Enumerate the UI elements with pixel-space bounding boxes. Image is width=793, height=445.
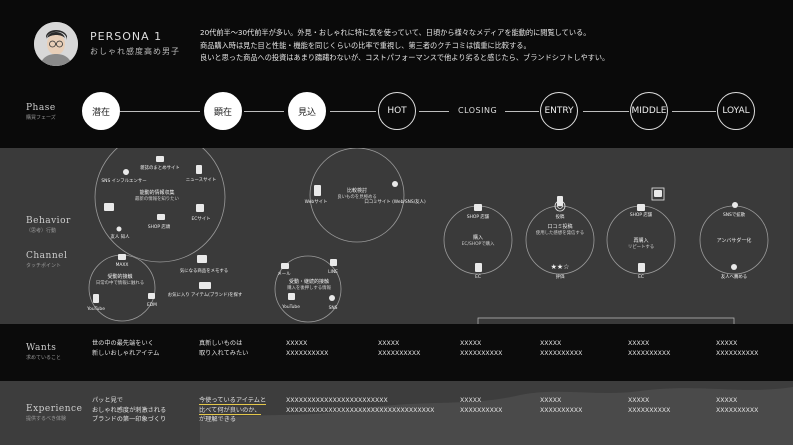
- phase-connector: [583, 111, 629, 112]
- phase-connector: [419, 111, 449, 112]
- channel-label: 雑誌のまとめサイト: [140, 164, 180, 171]
- phase-entry: ENTRY: [540, 92, 578, 130]
- phase-connector: [244, 111, 284, 112]
- phase-connector: [505, 111, 539, 112]
- channel-label: ニュースサイト: [186, 177, 217, 183]
- phase-closing: CLOSING: [458, 106, 498, 115]
- channel-label: EC: [638, 274, 644, 280]
- experience-band: [0, 381, 793, 445]
- experience-wave: [200, 387, 793, 445]
- rating-stars: ★★☆: [551, 263, 570, 271]
- persona-description-line: 商品購入時は見た目と性能・機能を同じくらいの比率で重視し、第三者のクチコミは慎重…: [200, 40, 531, 50]
- channel-label: SNS インフルエンサー: [101, 178, 146, 184]
- cluster-caption: 購入を後押しする情報: [287, 284, 331, 291]
- channel-label: SHOP 店頭: [148, 223, 171, 230]
- behavior-row-label: Behavior（思考）行動: [26, 216, 71, 234]
- channel-label: MAXX: [116, 262, 129, 268]
- persona-description: 20代前半〜30代前半が多い。外見・おしゃれに特に気を使っていて、日頃から様々な…: [200, 27, 609, 65]
- channel-label: お気に入り アイテム(ブランド)を探す: [168, 291, 243, 298]
- persona-title: PERSONA 1: [90, 30, 163, 43]
- stage-title: 再購入: [633, 237, 648, 244]
- stage-title: アンバサダー化: [717, 237, 752, 244]
- channel-label: ECサイト: [191, 216, 210, 222]
- phase-prospect: 見込: [288, 92, 326, 130]
- channel-label: LINE: [328, 269, 338, 275]
- channel-label: 気になる商品をメモする: [180, 267, 228, 274]
- stage-caption: EC/SHOPで購入: [462, 240, 495, 247]
- stage-title: 口コミ投稿: [547, 223, 572, 230]
- phase-connector: [330, 111, 376, 112]
- channel-label: 評価: [556, 273, 565, 280]
- experience-cell: パッと見でおしゃれ感度が刺激されるブランドの第一印象づくり: [92, 397, 167, 423]
- channel-label: 投稿: [556, 213, 565, 220]
- cluster-caption: 良いものを見極める: [337, 193, 377, 200]
- cluster-title: 受動的接触: [107, 273, 132, 280]
- persona-avatar: [34, 22, 78, 66]
- channel-label: SHOP 店舗: [630, 211, 653, 218]
- persona-subtitle: おしゃれ感度高め男子: [90, 47, 180, 56]
- phase-hot: HOT: [378, 92, 416, 130]
- persona-description-line: 良いと思った商品への投資はあまり躊躇わないが、コストパフォーマンスで他より劣ると…: [200, 53, 610, 62]
- phase-connector: [672, 111, 716, 112]
- phase-latent: 潜在: [82, 92, 120, 130]
- cluster-title: 比較検討: [347, 187, 367, 194]
- channel-label: 友人 知人: [111, 233, 131, 240]
- info-gathering-ring: [94, 148, 226, 263]
- continuous-contact-ring: [274, 255, 342, 323]
- channel-label: YouTube: [86, 306, 105, 312]
- channel-label: Webサイト: [305, 199, 328, 205]
- channel-label: EC: [475, 274, 481, 280]
- phase-middle: MIDDLE: [630, 92, 668, 130]
- journey-diagram: 能動的情報収集 最新の情報を知りたい SNS インフルエンサー 雑誌のまとめサイ…: [86, 148, 769, 324]
- experience-cell: 今使っているアイテムと比べて何が良いのか、が理解できる: [199, 397, 267, 423]
- channel-label: YouTube: [281, 304, 300, 310]
- behavior-channel-band: [0, 148, 793, 324]
- cluster-title: 受動・継続的接触: [289, 278, 329, 285]
- phase-manifest: 顕在: [204, 92, 242, 130]
- channel-label: 友人へ薦める: [721, 273, 747, 280]
- wants-cell: 真新しいものは取り入れてみたい: [199, 340, 249, 357]
- channel-label: 口コミサイト (Web/SNS/友人): [364, 198, 426, 205]
- stage-caption: リピートする: [628, 243, 654, 250]
- channel-label: SNSで拡散: [723, 211, 746, 218]
- persona-description-line: 20代前半〜30代前半が多い。外見・おしゃれに特に気を使っていて、日頃から様々な…: [200, 28, 591, 37]
- phase-loyal: LOYAL: [717, 92, 755, 130]
- channel-glyphs: [93, 156, 738, 303]
- comparison-ring: [309, 148, 405, 243]
- channel-label: EDM: [147, 302, 157, 308]
- wants-band: [0, 324, 793, 381]
- stage-title: 購入: [473, 234, 483, 241]
- cluster-caption: 日常の中で情報に触れる: [96, 279, 144, 286]
- channel-label: SNS: [329, 305, 338, 311]
- channel-label: SHOP 店舗: [467, 213, 490, 220]
- phase-connector: [120, 111, 200, 112]
- cluster-title: 能動的情報収集: [139, 189, 174, 196]
- wants-cell: 世の中の最先端をいく新しいおしゃれアイテム: [92, 340, 160, 357]
- cluster-caption: 最新の情報を知りたい: [135, 195, 180, 202]
- channel-label: メール: [277, 272, 291, 277]
- stage-caption: 使用した感想を発信する: [536, 229, 584, 236]
